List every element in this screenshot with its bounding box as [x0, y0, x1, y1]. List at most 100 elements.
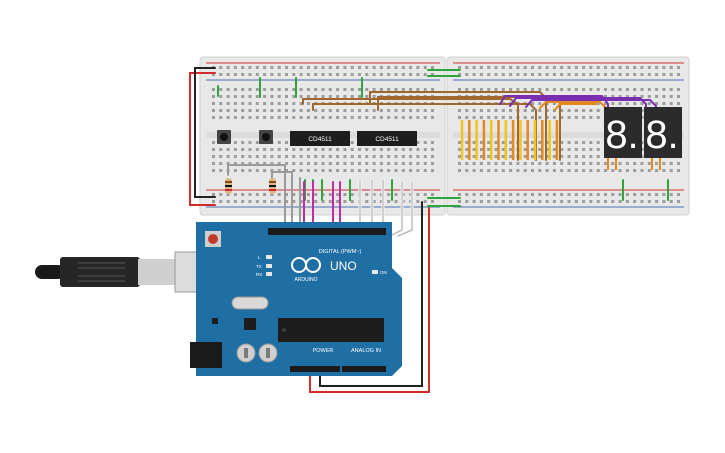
- breadboard-hole: [625, 162, 629, 165]
- breadboard-hole: [394, 109, 398, 112]
- breadboard-hole: [328, 73, 332, 76]
- breadboard-hole: [501, 193, 505, 196]
- arduino-uno[interactable]: DIGITAL (PWM~) UNO ARDUINO L TX RX ON: [190, 222, 402, 376]
- push-button-2[interactable]: [259, 130, 273, 144]
- breadboard-hole: [219, 162, 223, 165]
- breadboard-hole: [509, 88, 513, 91]
- breadboard-hole: [431, 88, 434, 91]
- breadboard-hole: [545, 141, 549, 144]
- breadboard-hole: [255, 162, 259, 165]
- breadboard-hole: [677, 169, 680, 172]
- breadboard-hole: [343, 162, 347, 165]
- breadboard-hole: [574, 116, 578, 119]
- breadboard-hole: [662, 200, 666, 203]
- breadboard-hole: [604, 88, 607, 91]
- breadboard-hole: [465, 162, 469, 165]
- breadboard-hole: [487, 169, 491, 172]
- seven-segment-display-units[interactable]: 8.: [644, 107, 682, 158]
- breadboard-hole: [655, 169, 659, 172]
- breadboard-hole: [669, 95, 673, 98]
- breadboard-hole: [299, 88, 303, 91]
- breadboard-hole: [431, 169, 434, 172]
- breadboard-hole: [472, 162, 476, 165]
- breadboard-hole: [394, 200, 398, 203]
- breadboard-hole: [409, 66, 413, 69]
- resistor-2[interactable]: [269, 178, 276, 194]
- breadboard-hole: [552, 73, 556, 76]
- breadboard-hole: [226, 73, 230, 76]
- breadboard-hole: [292, 200, 296, 203]
- breadboard-hole: [516, 193, 520, 196]
- breadboard-hole: [431, 116, 434, 119]
- breadboard-hole: [596, 141, 600, 144]
- breadboard-hole: [655, 193, 659, 196]
- breadboard-hole: [350, 141, 354, 144]
- breadboard-hole: [299, 109, 303, 112]
- breadboard-hole: [270, 155, 274, 158]
- breadboard-hole: [538, 88, 542, 91]
- breadboard-hole: [306, 155, 310, 158]
- breadboard-hole: [501, 109, 505, 112]
- breadboard-hole: [552, 193, 556, 196]
- breadboard-hole: [677, 73, 680, 76]
- breadboard-hole: [277, 109, 281, 112]
- breadboard-hole: [299, 73, 303, 76]
- breadboard-hole: [212, 95, 215, 98]
- breadboard-hole: [538, 102, 542, 105]
- breadboard-hole: [219, 102, 223, 105]
- resistor-1[interactable]: [225, 178, 232, 194]
- breadboard-hole: [582, 116, 586, 119]
- breadboard-hole: [372, 73, 376, 76]
- breadboard-hole: [567, 73, 571, 76]
- breadboard-hole: [255, 109, 259, 112]
- breadboard-hole: [560, 66, 564, 69]
- breadboard-hole: [494, 148, 498, 151]
- chip-cd4511-left[interactable]: CD4511: [290, 131, 350, 146]
- breadboard-hole: [306, 148, 310, 151]
- breadboard-hole: [618, 95, 622, 98]
- breadboard-hole: [255, 102, 259, 105]
- breadboard-hole: [633, 73, 637, 76]
- breadboard-hole: [416, 200, 420, 203]
- breadboard-hole: [219, 73, 223, 76]
- breadboard-hole: [545, 169, 549, 172]
- breadboard-hole: [387, 169, 391, 172]
- breadboard-hole: [458, 116, 461, 119]
- breadboard-hole: [560, 200, 564, 203]
- breadboard-hole: [669, 88, 673, 91]
- breadboard-hole: [365, 169, 369, 172]
- breadboard-hole: [538, 148, 542, 151]
- breadboard-hole: [538, 162, 542, 165]
- breadboard-hole: [226, 102, 230, 105]
- chip-cd4511-right[interactable]: CD4511: [357, 131, 417, 146]
- breadboard-hole: [336, 88, 340, 91]
- breadboard-hole: [582, 169, 586, 172]
- breadboard-hole: [233, 200, 237, 203]
- breadboard-hole: [677, 102, 680, 105]
- breadboard-hole: [640, 102, 644, 105]
- breadboard-hole: [233, 102, 237, 105]
- breadboard-hole: [567, 141, 571, 144]
- breadboard-hole: [277, 200, 281, 203]
- breadboard-hole: [292, 193, 296, 196]
- analog-label: ANALOG IN: [351, 348, 381, 354]
- breadboard-hole: [314, 200, 318, 203]
- breadboard-hole: [379, 162, 383, 165]
- reset-button[interactable]: [205, 231, 221, 247]
- breadboard-hole: [531, 162, 534, 165]
- breadboard-hole: [394, 148, 398, 151]
- breadboard-hole: [212, 116, 215, 119]
- breadboard-hole: [336, 193, 340, 196]
- breadboard-hole: [487, 109, 491, 112]
- breadboard-hole: [582, 162, 586, 165]
- breadboard-hole: [350, 155, 354, 158]
- seven-segment-display-tens[interactable]: 8.: [604, 107, 642, 158]
- breadboard-hole: [306, 200, 310, 203]
- breadboard-hole: [501, 88, 505, 91]
- breadboard-hole: [574, 162, 578, 165]
- breadboard-hole: [589, 109, 593, 112]
- push-button-1[interactable]: [217, 130, 231, 144]
- breadboard-hole: [479, 141, 483, 144]
- breadboard-hole: [416, 88, 420, 91]
- breadboard-hole: [328, 155, 332, 158]
